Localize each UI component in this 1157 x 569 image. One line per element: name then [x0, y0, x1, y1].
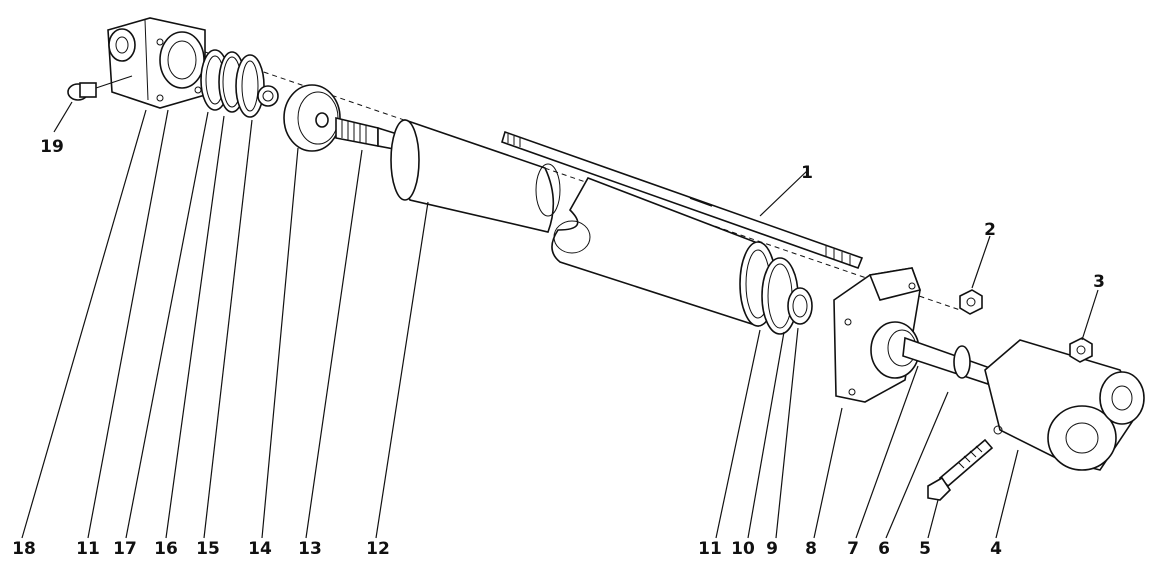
rod-clevis: [984, 339, 1145, 471]
callout-11-rear: 11: [76, 539, 100, 559]
hex-nut-3: [1069, 337, 1093, 363]
callout-3: 3: [1093, 272, 1105, 292]
callout-14: 14: [248, 539, 272, 559]
front-head: [833, 267, 922, 403]
hex-nut-2: [959, 289, 983, 315]
callout-13: 13: [298, 539, 322, 559]
callout-5: 5: [919, 539, 931, 559]
piston: [283, 84, 341, 152]
cylinder-barrel: [390, 118, 777, 328]
callouts: 1 2 3 4 5 6 7 8 9 10 11 12 13 14 15 16 1…: [12, 137, 1105, 559]
callout-17: 17: [113, 539, 137, 559]
fitting: [67, 75, 133, 101]
callout-1: 1: [801, 163, 813, 183]
tie-rod: [501, 130, 864, 270]
callout-6: 6: [878, 539, 890, 559]
callout-2: 2: [984, 220, 996, 240]
callout-19: 19: [40, 137, 64, 157]
piston-rod: [902, 336, 991, 386]
callout-15: 15: [196, 539, 220, 559]
front-rings: [761, 257, 813, 335]
rear-end-cap: [107, 17, 206, 109]
seal-rings: [200, 49, 279, 118]
callout-8: 8: [805, 539, 817, 559]
callout-11-front: 11: [698, 539, 722, 559]
callout-18: 18: [12, 539, 36, 559]
callout-12: 12: [366, 539, 390, 559]
assembly-axis: [169, 39, 961, 311]
leader-lines: [21, 101, 1099, 539]
bolt: [927, 438, 994, 501]
callout-4: 4: [990, 539, 1002, 559]
callout-16: 16: [154, 539, 178, 559]
callout-7: 7: [847, 539, 859, 559]
callout-9: 9: [766, 539, 778, 559]
callout-10: 10: [731, 539, 755, 559]
